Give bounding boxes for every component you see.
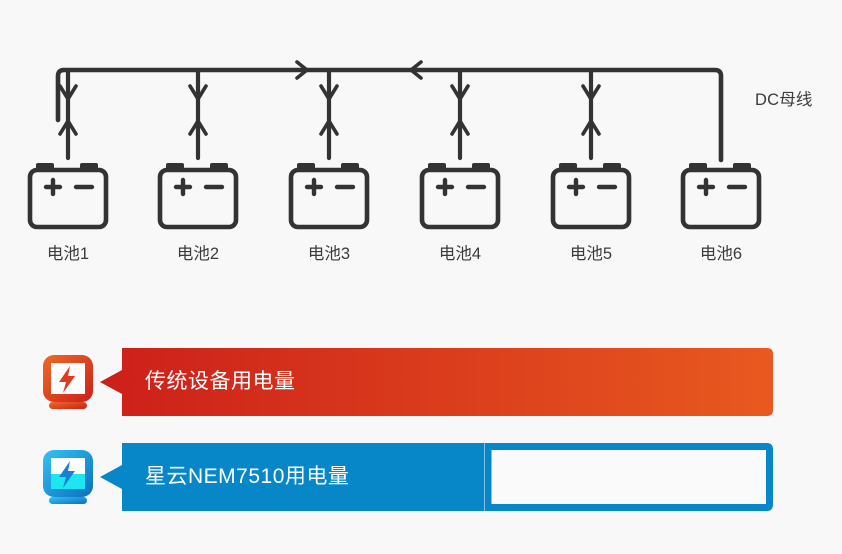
battery-icon-6 <box>680 163 762 230</box>
battery-branch-3 <box>319 67 339 161</box>
battery-icon-3 <box>288 163 370 230</box>
battery-label-4: 电池4 <box>438 245 482 263</box>
power-meter-icon-blue <box>43 450 93 504</box>
bus-flow-arrow-left <box>409 60 423 80</box>
battery-label-1: 电池1 <box>46 245 90 263</box>
battery-icon-5 <box>550 163 632 230</box>
nem7510-consumption-label: 星云NEM7510用电量 <box>145 465 350 488</box>
battery-label-6: 电池6 <box>699 245 743 263</box>
battery-label-5: 电池5 <box>569 245 613 263</box>
power-meter-icon-red <box>43 355 93 409</box>
dc-bus-label: DC母线 <box>755 91 813 109</box>
battery-branch-5 <box>581 67 601 161</box>
dc-bus-circuit-diagram <box>27 60 762 230</box>
legacy-consumption-label: 传统设备用电量 <box>145 370 296 393</box>
battery-branch-1 <box>58 67 78 161</box>
battery-label-3: 电池3 <box>307 245 351 263</box>
bus-flow-arrow-right <box>295 60 309 80</box>
battery-icon-4 <box>419 163 501 230</box>
battery-label-2: 电池2 <box>176 245 220 263</box>
nem7510-consumption-bar <box>100 443 773 511</box>
dc-bus-line <box>55 67 724 163</box>
comparison-row-nem7510: 星云NEM7510用电量 <box>0 443 842 511</box>
legacy-consumption-bar <box>100 348 773 416</box>
battery-branch-2 <box>188 67 208 161</box>
battery-branch-4 <box>450 67 470 161</box>
battery-icon-2 <box>157 163 239 230</box>
comparison-row-legacy: 传统设备用电量 <box>0 348 842 416</box>
battery-icon-1 <box>27 163 109 230</box>
